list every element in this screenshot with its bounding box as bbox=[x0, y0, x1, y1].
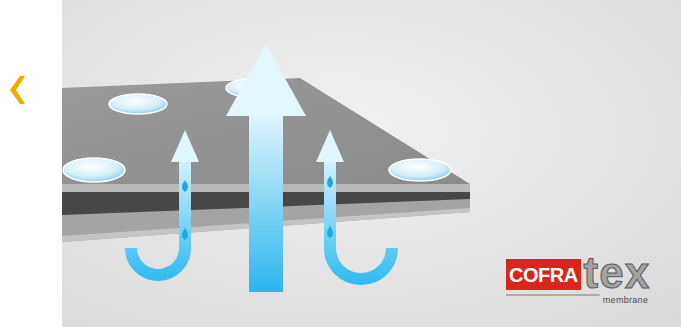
prev-chevron bbox=[10, 76, 25, 104]
logo-brand: COFRA bbox=[506, 259, 581, 290]
logo-subtitle: membrane bbox=[603, 296, 648, 305]
logo-underline bbox=[506, 295, 600, 296]
panel bbox=[62, 0, 681, 327]
logo-suffix: tex bbox=[584, 251, 651, 295]
vapour-arrow-main bbox=[226, 44, 306, 292]
vapour-arrow-left bbox=[131, 130, 199, 275]
vapour-arrow-right bbox=[316, 130, 392, 279]
